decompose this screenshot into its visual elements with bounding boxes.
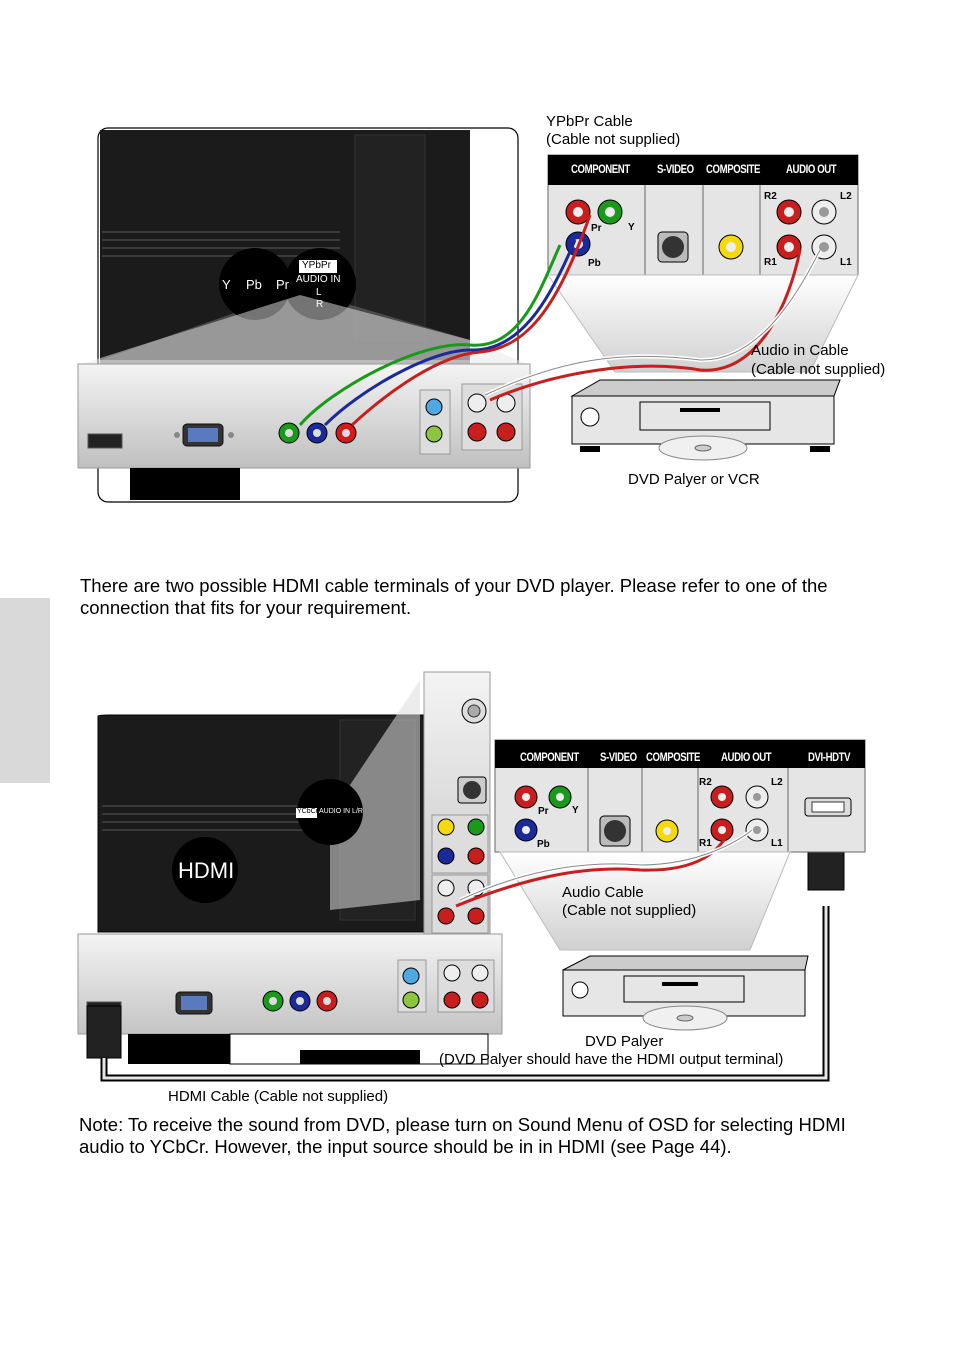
ycbcr-badge: YCbCr: [297, 808, 318, 815]
jack-l2: L2: [840, 191, 852, 202]
hdmi-diagram-art: [0, 660, 954, 1110]
badge-audio-in: AUDIO IN: [296, 274, 340, 285]
audio-cable2-label: Audio Cable: [562, 883, 644, 902]
jack2-y: Y: [572, 805, 579, 816]
audio-cable-label: Audio in Cable: [751, 341, 849, 360]
header-composite: COMPOSITE: [706, 162, 760, 176]
ycbcr-audio-badge: AUDIO IN L/R: [319, 808, 363, 815]
badge-pr: Pr: [276, 277, 289, 292]
dvd-vcr-label: DVD Palyer or VCR: [628, 470, 760, 489]
ypbpr-diagram-art: [0, 0, 954, 540]
header2-dvi-hdtv: DVI-HDTV: [808, 750, 850, 764]
header2-svideo: S-VIDEO: [600, 750, 637, 764]
audio-cable2-note: (Cable not supplied): [562, 901, 696, 920]
jack-l1: L1: [840, 257, 852, 268]
audio-cable-note: (Cable not supplied): [751, 360, 885, 379]
badge-y: Y: [222, 277, 231, 292]
dvd-player-note: (DVD Palyer should have the HDMI output …: [439, 1050, 783, 1069]
ypbpr-cable-label: YPbPr Cable: [546, 112, 633, 131]
dvd-player-label: DVD Palyer: [585, 1032, 663, 1051]
jack2-pr: Pr: [538, 806, 549, 817]
diagram-ypbpr: YPbPr Cable (Cable not supplied) Audio i…: [0, 0, 954, 540]
badge-l: L: [316, 287, 322, 298]
hdmi-cable-label: HDMI Cable (Cable not supplied): [168, 1087, 388, 1106]
jack2-r2: R2: [699, 777, 712, 788]
jack2-l1: L1: [771, 838, 783, 849]
badge-ypbpr: YPbPr: [302, 260, 331, 271]
jack2-r1: R1: [699, 838, 712, 849]
jack-pb: Pb: [588, 258, 601, 269]
badge-r: R: [316, 299, 323, 310]
intro-paragraph: There are two possible HDMI cable termin…: [80, 575, 880, 619]
jack-r2: R2: [764, 191, 777, 202]
note-paragraph: Note: To receive the sound from DVD, ple…: [79, 1114, 879, 1158]
header-audio-out: AUDIO OUT: [786, 162, 836, 176]
header2-audio-out: AUDIO OUT: [721, 750, 771, 764]
jack2-l2: L2: [771, 777, 783, 788]
jack-y: Y: [628, 222, 635, 233]
hdmi-badge: HDMI: [178, 858, 234, 884]
jack-pr: Pr: [591, 223, 602, 234]
header2-composite: COMPOSITE: [646, 750, 700, 764]
header-component: COMPONENT: [571, 162, 630, 176]
jack-r1: R1: [764, 257, 777, 268]
header2-component: COMPONENT: [520, 750, 579, 764]
ypbpr-cable-note: (Cable not supplied): [546, 130, 680, 149]
header-svideo: S-VIDEO: [657, 162, 694, 176]
badge-pb: Pb: [246, 277, 262, 292]
jack2-pb: Pb: [537, 839, 550, 850]
diagram-hdmi: COMPONENT S-VIDEO COMPOSITE AUDIO OUT DV…: [0, 660, 954, 1110]
